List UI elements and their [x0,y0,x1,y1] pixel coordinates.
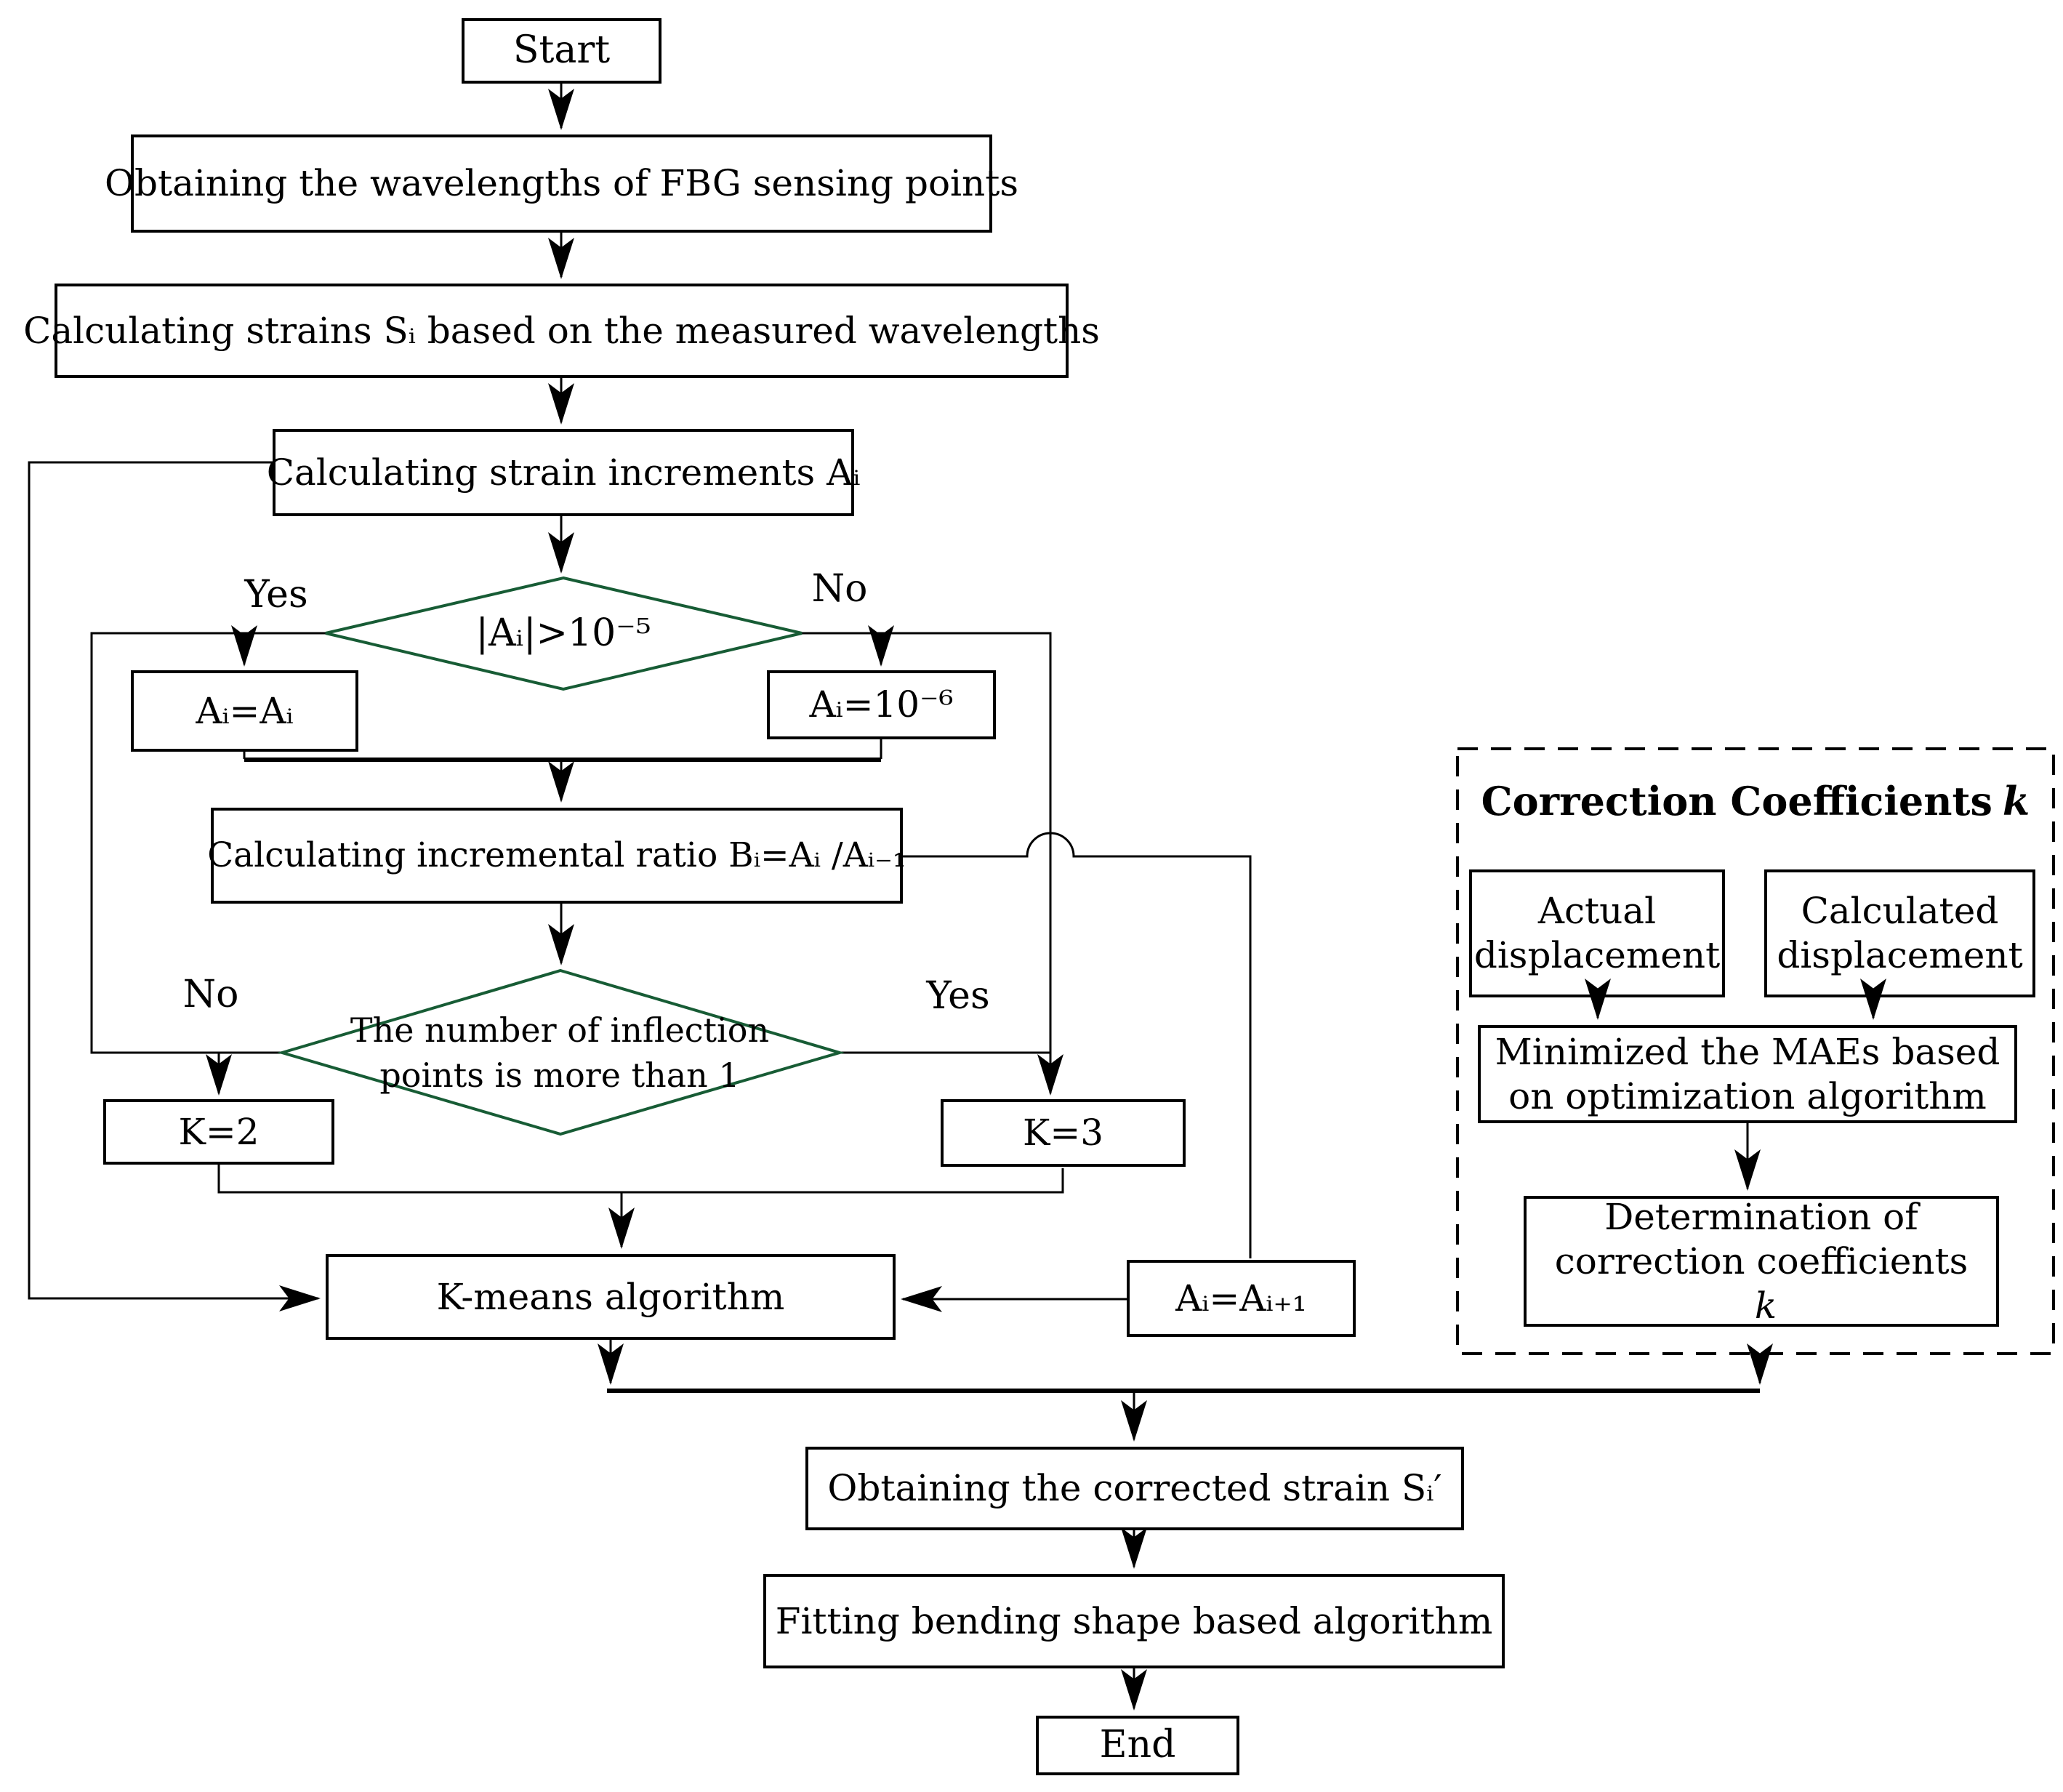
determination-line2-k: k [1754,1284,1777,1327]
start-node: Start [462,18,661,84]
minimize-line1: Minimized the MAEs based [1495,1030,2000,1073]
process-kmeans: K-means algorithm [326,1254,896,1340]
process-calc-ratio: Calculating incremental ratio Bᵢ=Aᵢ /Aᵢ₋… [207,808,906,904]
process-calc-increments: Calculating strain increments Aᵢ [267,429,860,516]
process-actual-displacement: Actual displacement [1469,869,1725,997]
process-determine-coefficients: Determination of correction coefficients… [1524,1196,1999,1327]
minimize-line2: on optimization algorithm [1508,1074,1987,1117]
end-node: End [1036,1716,1239,1775]
process-ai-keep: Aᵢ=Aᵢ [131,670,358,752]
panel-title-k: k [2002,778,2030,824]
decision-inflection-shape [276,968,845,1136]
process-k3: K=3 [941,1099,1186,1167]
decision-inflection-label: The number of inflection points is more … [342,995,778,1111]
process-k2: K=2 [103,1099,334,1165]
panel-title-text: Correction Coefficients [1481,778,1992,824]
branch-yes-label-1: Yes [244,573,308,616]
process-increment-index: Aᵢ=Aᵢ₊₁ [1127,1260,1356,1337]
process-calculated-displacement: Calculated displacement [1764,869,2035,997]
process-obtain-corrected-strain: Obtaining the corrected strain Sᵢ′ [805,1447,1464,1530]
process-ai-floor: Aᵢ=10⁻⁶ [767,670,996,739]
branch-no-label-2: No [182,973,239,1016]
determination-line2-text: correction coefficients [1554,1239,1969,1282]
decision-inflection-line2: points is more than 1 [379,1056,740,1095]
determination-line1: Determination of [1604,1195,1918,1238]
process-obtain-wavelengths: Obtaining the wavelengths of FBG sensing… [105,134,1018,233]
process-calc-strains: Calculating strains Sᵢ based on the meas… [23,284,1100,378]
branch-no-label-1: No [811,567,868,611]
process-fitting-shape: Fitting bending shape based algorithm [763,1574,1505,1668]
branch-yes-label-2: Yes [926,974,990,1018]
connectors [28,84,1886,1711]
decision-ai-threshold-label: |Aᵢ|>10⁻⁵ [475,611,651,655]
decision-inflection-line1: The number of inflection [350,1010,770,1050]
process-minimize-maes: Minimized the MAEs based on optimization… [1478,1025,2017,1123]
decision-ai-threshold-shape [325,576,803,691]
